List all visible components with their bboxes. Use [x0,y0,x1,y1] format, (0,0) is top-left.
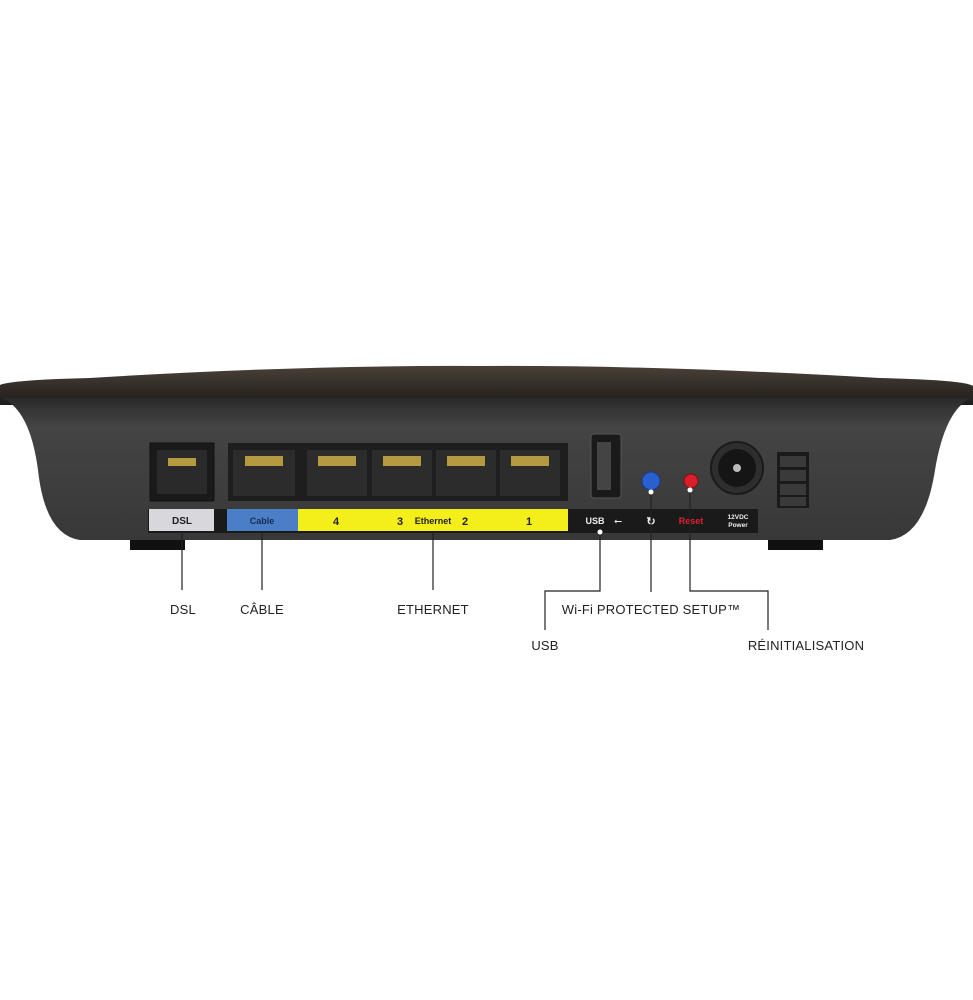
usb-port [590,433,622,499]
ethernet-label-bg [298,509,568,531]
usb-panel-label: USB [585,516,605,526]
ethernet-port-4 [307,450,367,496]
power-switch[interactable] [777,452,809,508]
callout-dsl: DSL [170,602,196,617]
power-panel-label-1: 12VDC [728,514,749,521]
power-panel-label-2: Power [728,522,748,529]
router-foot-left [130,540,185,550]
router-top-cover [0,365,973,405]
ethernet-port-2 [436,450,496,496]
reset-leader-line [689,490,769,630]
reset-button[interactable] [683,473,699,489]
eth2-panel-label: 2 [462,516,468,528]
usb-leader-line [544,532,601,630]
cable-label-bg [227,509,298,531]
ethernet-port-3 [372,450,432,496]
router-foot-right [768,540,823,550]
callout-cable: CÂBLE [240,602,284,617]
cable-port [233,450,295,496]
power-jack [710,441,764,495]
dsl-panel-label: DSL [172,516,192,527]
callout-reset: RÉINITIALISATION [747,638,865,653]
dsl-label-bg [149,509,214,531]
ethernet-port-1 [500,450,560,496]
ethernet-panel-label: Ethernet [415,516,452,526]
reset-panel-label: Reset [679,516,704,526]
usb-symbol-icon: ⭠ [614,516,622,527]
callout-ethernet: ETHERNET [397,602,469,617]
cable-panel-label: Cable [250,516,275,526]
callout-wps: Wi-Fi PROTECTED SETUP™ [561,602,741,617]
eth1-panel-label: 1 [526,516,532,528]
callout-usb: USB [531,638,559,653]
dsl-port [149,442,215,502]
eth3-panel-label: 3 [397,516,403,528]
eth4-panel-label: 4 [333,516,340,528]
wps-button[interactable] [641,471,661,491]
